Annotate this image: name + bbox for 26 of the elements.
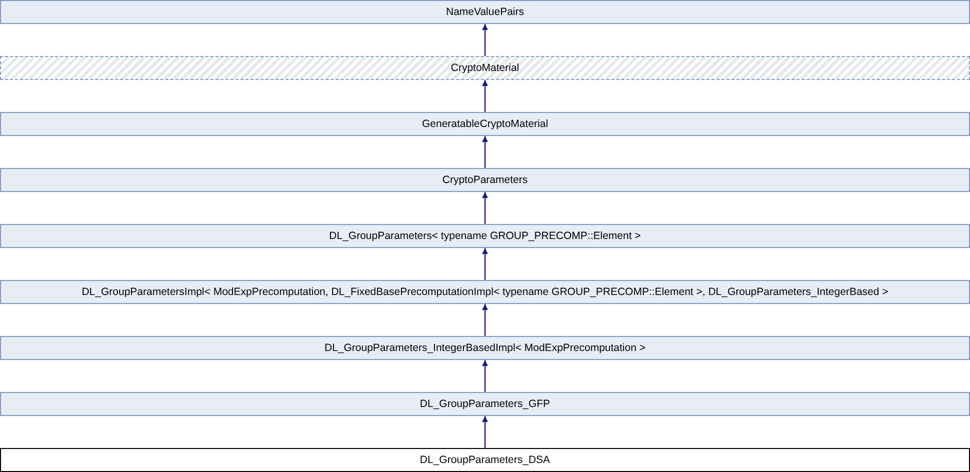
class-name: CryptoParameters	[442, 174, 528, 186]
class-name: DL_GroupParameters_GFP	[420, 398, 550, 410]
inheritance-arrow	[482, 360, 488, 392]
class-box	[0, 280, 970, 304]
inheritance-arrow	[482, 304, 488, 336]
class-box	[0, 224, 970, 248]
inheritance-arrow	[482, 416, 488, 448]
class-box	[0, 112, 970, 136]
inheritance-arrow	[482, 24, 488, 56]
inheritance-arrow	[482, 248, 488, 280]
class-name: DL_GroupParameters_IntegerBasedImpl< ModExpPrecomputation >	[324, 342, 646, 354]
class-name: CryptoMaterial	[450, 62, 520, 74]
inheritance-arrow	[482, 136, 488, 168]
class-box	[0, 168, 970, 192]
class-box	[0, 0, 970, 24]
inheritance-arrow	[482, 192, 488, 224]
class-box	[0, 336, 970, 360]
class-box	[0, 448, 970, 472]
class-name: NameValuePairs	[446, 6, 524, 18]
class-name: DL_GroupParameters< typename GROUP_PRECOMP::Element >	[329, 230, 641, 242]
class-box	[0, 392, 970, 416]
class-name: DL_GroupParametersImpl< ModExpPrecomputation, DL_FixedBasePrecomputationImpl< typename GROUP_PRECOMP::Element >, DL_GroupParameters_IntegerBased >	[82, 286, 888, 298]
class-box	[0, 56, 970, 80]
class-name: GeneratableCryptoMaterial	[422, 118, 548, 130]
inheritance-arrow	[482, 80, 488, 112]
class-name: DL_GroupParameters_DSA	[420, 454, 550, 466]
